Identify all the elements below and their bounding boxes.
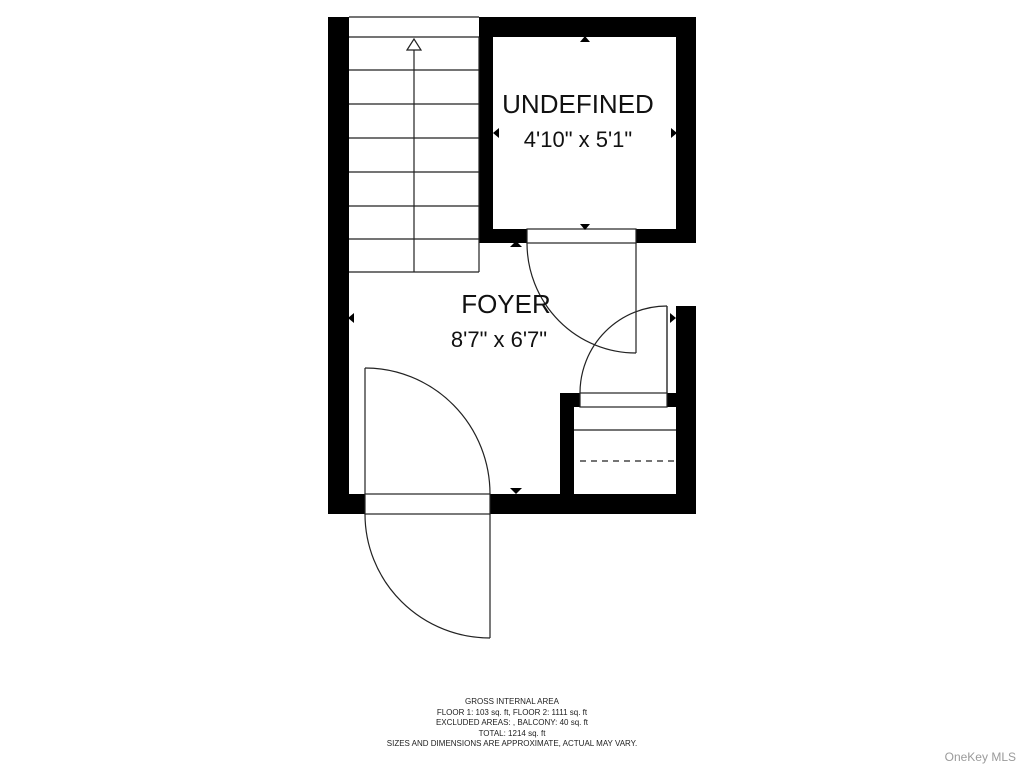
partition-wall-right [636, 229, 696, 243]
east-door-arc [579, 305, 668, 394]
front-door-outer-arc [364, 513, 491, 639]
marker-icon [510, 488, 522, 494]
summary-excluded-areas: EXCLUDED AREAS: , BALCONY: 40 sq. ft [435, 718, 589, 727]
west-wall [328, 17, 349, 514]
marker-icon [580, 36, 590, 42]
summary-floor-areas: FLOOR 1: 103 sq. ft, FLOOR 2: 1111 sq. f… [436, 707, 588, 717]
marker-icon [510, 241, 522, 247]
summary-disclaimer: SIZES AND DIMENSIONS ARE APPROXIMATE, AC… [386, 739, 638, 748]
south-wall-left-stub [328, 494, 365, 514]
stairs [349, 37, 480, 273]
room-dimensions-foyer: 8'7" x 6'7" [451, 327, 547, 352]
south-wall [490, 494, 696, 514]
partition-wall-left [479, 229, 527, 243]
marker-icon [580, 224, 590, 230]
door-swings [364, 242, 668, 639]
undefined-room-door-frame [526, 228, 637, 244]
east-wall-lower [676, 306, 696, 514]
summary-total: TOTAL: 1214 sq. ft [478, 728, 546, 738]
north-wall-left-stub [328, 17, 349, 37]
closet-west-wall [560, 393, 574, 501]
walls [328, 17, 696, 514]
watermark: OneKey MLS [944, 750, 1016, 764]
closet-north-wall [560, 393, 580, 407]
undefined-door-arc [526, 242, 637, 354]
area-summary: GROSS INTERNAL AREA FLOOR 1: 103 sq. ft,… [352, 697, 672, 750]
front-door-frame [364, 493, 491, 515]
stair-direction-arrow-icon [405, 37, 423, 51]
east-wall [676, 17, 696, 241]
room-dimensions-undefined: 4'10" x 5'1" [524, 127, 632, 152]
undefined-room-west-wall [479, 17, 493, 243]
closet-lines [574, 429, 676, 462]
closet-door-frame [579, 392, 668, 408]
room-name-foyer: FOYER [461, 289, 551, 319]
north-wall-right [479, 17, 696, 37]
marker-icon [493, 128, 499, 138]
front-door-inner-arc [364, 367, 491, 495]
marker-icon [670, 313, 676, 323]
closet-north-wall-right [667, 393, 696, 407]
summary-heading: GROSS INTERNAL AREA [465, 697, 559, 706]
door-frames [349, 16, 668, 515]
dimension-markers [348, 36, 677, 494]
room-name-undefined: UNDEFINED [502, 89, 654, 119]
marker-icon [348, 313, 354, 323]
marker-icon [671, 128, 677, 138]
